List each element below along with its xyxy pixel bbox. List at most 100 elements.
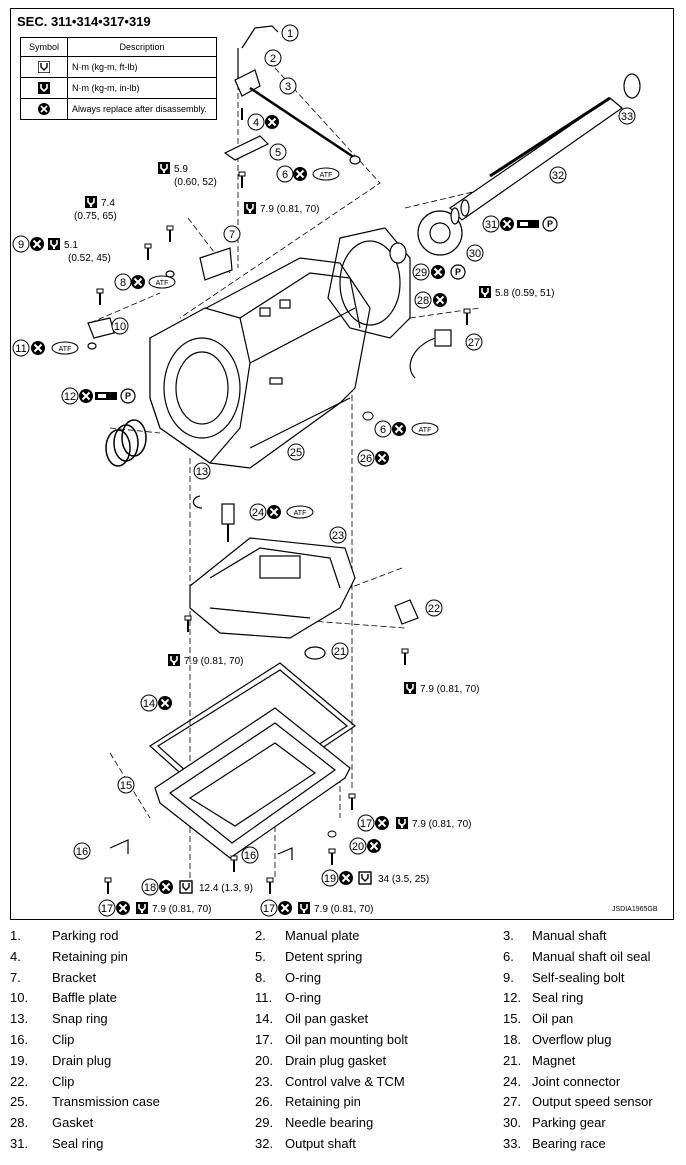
callout-29: 29 — [415, 267, 427, 279]
legend-number: 32. — [255, 1135, 274, 1151]
legend-part-name: Retaining pin — [52, 948, 128, 964]
legend-number: 19. — [10, 1052, 29, 1068]
legend-number: 2. — [255, 928, 266, 943]
legend-part-name: Drain plug — [52, 1052, 112, 1068]
legend-part-name: Transmission case — [52, 1094, 160, 1110]
legend-number: 1. — [10, 928, 21, 943]
replace-x-icon — [38, 103, 50, 115]
torque-value: (0.60, 52) — [174, 177, 217, 188]
torque-value: 7.9 (0.81, 70) — [184, 656, 243, 667]
torque-value: 7.9 (0.81, 70) — [412, 819, 471, 830]
callout-33: 33 — [621, 111, 633, 123]
legend-number: 8. — [255, 969, 266, 985]
callout-15: 15 — [120, 780, 132, 792]
callout-6a: 6 — [282, 169, 288, 181]
legend-number: 22. — [10, 1073, 29, 1089]
torque-wrench-small-icon — [38, 82, 50, 94]
legend-part-name: Self-sealing bolt — [532, 969, 625, 985]
atf-label: ATF — [294, 510, 307, 517]
section-title: SEC. 311•314•317•319 — [17, 14, 151, 29]
torque-value: 7.9 (0.81, 70) — [314, 904, 373, 915]
callout-10: 10 — [114, 321, 126, 333]
callout-6b: 6 — [380, 424, 386, 436]
legend-part-name: Manual shaft — [532, 928, 607, 943]
legend-number: 13. — [10, 1011, 29, 1027]
legend-part-name: Overflow plug — [532, 1031, 612, 1047]
p-label: P — [125, 391, 131, 401]
legend-part-name: Snap ring — [52, 1011, 108, 1027]
legend-part-name: O-ring — [285, 969, 322, 985]
callout-8: 8 — [120, 277, 126, 289]
legend-part-name: Joint connector — [532, 1073, 621, 1089]
legend-part-name: Clip — [52, 1031, 75, 1047]
callout-20: 20 — [352, 841, 364, 853]
torque-value: 12.4 (1.3, 9) — [199, 883, 253, 894]
callout-17c: 17 — [263, 903, 275, 915]
callout-22: 22 — [428, 603, 440, 615]
legend-number: 11. — [255, 990, 273, 1006]
description-header: Description — [67, 37, 217, 57]
legend-number: 10. — [10, 990, 29, 1006]
legend-part-name: Seal ring — [532, 990, 584, 1006]
callout-17b: 17 — [101, 903, 113, 915]
legend-number: 26. — [255, 1094, 274, 1110]
legend-part-name: Oil pan — [532, 1011, 574, 1027]
legend-number: 21. — [503, 1052, 522, 1068]
callout-2: 2 — [270, 53, 276, 65]
legend-number: 16. — [10, 1031, 29, 1047]
torque-value: 5.8 (0.59, 51) — [495, 288, 554, 299]
callout-1: 1 — [287, 28, 293, 40]
diagram-frame — [10, 8, 674, 920]
atf-label: ATF — [320, 172, 333, 179]
legend-number: 6. — [503, 948, 514, 964]
callout-28: 28 — [417, 295, 429, 307]
legend-part-name: Output shaft — [285, 1135, 356, 1151]
torque-value: 7.9 (0.81, 70) — [420, 684, 479, 695]
torque-wrench-icon — [38, 61, 50, 73]
symbol-description: N·m (kg-m, in-lb) — [67, 77, 217, 99]
legend-part-name: Magnet — [532, 1052, 576, 1068]
p-label: P — [455, 267, 461, 277]
callout-26: 26 — [360, 453, 372, 465]
legend-part-name: Control valve & TCM — [285, 1073, 405, 1089]
torque-value: 7.4 — [101, 198, 115, 209]
callout-4: 4 — [253, 117, 259, 129]
atf-label: ATF — [156, 280, 169, 287]
callout-13: 13 — [196, 466, 208, 478]
callout-19: 19 — [324, 873, 336, 885]
legend-number: 28. — [10, 1115, 29, 1131]
legend-number: 4. — [10, 948, 21, 964]
legend-number: 33. — [503, 1135, 522, 1151]
legend-part-name: Output speed sensor — [532, 1094, 653, 1110]
legend-part-name: Clip — [52, 1073, 75, 1089]
legend-number: 24. — [503, 1073, 522, 1089]
legend-number: 17. — [255, 1031, 274, 1047]
torque-value: 7.9 (0.81, 70) — [260, 204, 319, 215]
legend-number: 15. — [503, 1011, 522, 1027]
legend-part-name: Drain plug gasket — [285, 1052, 387, 1068]
callout-32: 32 — [552, 170, 564, 182]
legend-part-name: Detent spring — [285, 948, 363, 964]
callout-16a: 16 — [76, 846, 88, 858]
legend-number: 7. — [10, 969, 21, 985]
symbol-description: Always replace after disassembly. — [67, 98, 217, 120]
torque-value: 5.1 — [64, 240, 78, 251]
callout-14: 14 — [143, 698, 155, 710]
legend-part-name: Oil pan gasket — [285, 1011, 369, 1027]
symbol-description: N·m (kg-m, ft-lb) — [67, 56, 217, 78]
legend-number: 5. — [255, 948, 266, 964]
legend-part-name: Needle bearing — [285, 1115, 374, 1131]
legend-part-name: Gasket — [52, 1115, 94, 1131]
torque-value: (0.52, 45) — [68, 253, 111, 264]
symbol-header: Symbol — [20, 37, 68, 57]
